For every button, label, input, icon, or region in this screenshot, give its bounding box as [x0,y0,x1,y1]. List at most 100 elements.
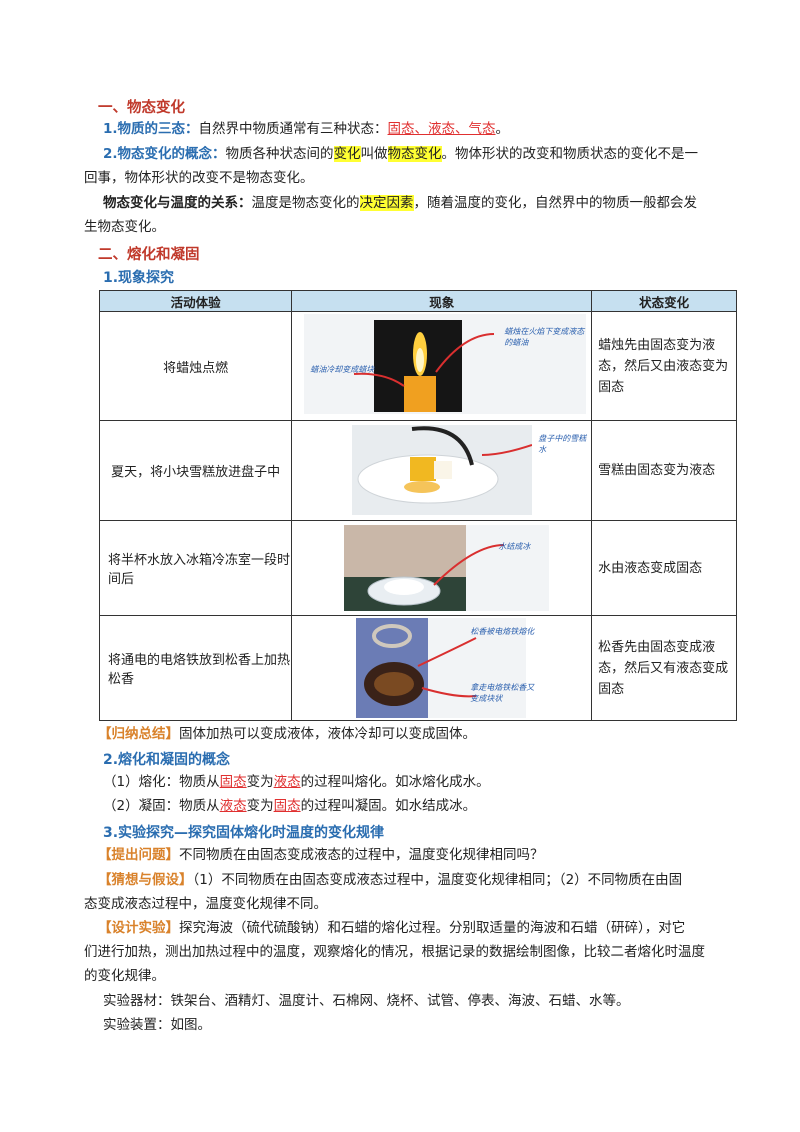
label: 物态变化与温度的关系： [103,195,252,211]
answer: 固态 [219,774,247,790]
ice-photo [344,525,550,611]
state-line: 固态 [598,681,625,697]
ice-cream-illustration [352,425,533,515]
state-cell: 雪糕由固态变为液态 [591,420,737,521]
activity-cell: 将半杯水放入冰箱冷冻室一段时 间后 [98,520,293,616]
rosin-photo [356,618,527,718]
paragraph-concept-line2: 回事，物体形状的改变不是物态变化。 [84,170,314,186]
paragraph-concept: 2.物态变化的概念：物质各种状态间的变化叫做物态变化。物体形状的改变和物质状态的… [103,144,698,164]
highlight: 物态变化 [387,146,442,162]
phenomena-table: 活动体验 现象 状态变化 将蜡烛点燃 蜡烛在火焰下变成液态的蜡油 [98,290,737,721]
state-line: 雪糕由固态变为液态 [598,463,716,478]
header-activity: 活动体验 [98,290,293,312]
state-line: 蜡烛先由固态变为液 [598,337,716,353]
header-phenomenon: 现象 [291,290,593,312]
answer: 固态 [273,798,301,814]
equipment-paragraph: 实验器材：铁架台、酒精灯、温度计、石棉网、烧杯、试管、停表、海波、石蜡、水等。 [103,993,630,1009]
hypothesis-tag: 【猜想与假设】 [98,872,193,888]
hypothesis-paragraph: 【猜想与假设】（1）不同物质在由固态变成液态过程中，温度变化规律相同；（2）不同… [98,870,682,890]
annotation: 松香被电烙铁熔化 [470,627,535,636]
subsection-experiment: 3.实验探究—探究固体熔化时温度的变化规律 [103,825,385,841]
text: 。物体形状的改变和物质状态的变化不是一 [441,146,699,162]
text: 温度是物态变化的 [251,195,360,211]
summary-tag: 【归纳总结】 [98,726,179,742]
text: 固体加热可以变成液体，液体冷却可以变成固体。 [179,726,476,742]
state-line: 固态 [598,379,625,395]
subsection-phenomena: 1.现象探究 [103,270,175,286]
answer: 液态 [219,798,247,814]
section-title-melting: 二、熔化和凝固 [98,247,200,263]
section-title-state-change: 一、物态变化 [98,100,185,116]
text: ，随着温度的变化，自然界中的物质一般都会发 [413,195,698,211]
table-header-row: 活动体验 现象 状态变化 [98,290,737,312]
activity-line: 间后 [108,572,135,587]
text: （2）凝固：物质从 [103,798,220,814]
highlight: 变化 [333,146,361,162]
activity-line: 将半杯水放入冰箱冷冻室一段时 [108,553,291,568]
activity-cell: 夏天，将小块雪糕放进盘子中 [98,420,293,521]
activity-line: 松香 [108,672,135,687]
text: 变为 [246,798,274,814]
state-line: 松香先由固态变成液 [598,639,716,655]
label: 1.物质的三态： [103,121,199,137]
label: 2.物态变化的概念： [103,146,226,162]
text: 不同物质在由固态变成液态的过程中，温度变化规律相同吗？ [179,847,544,863]
phenomenon-cell: 蜡烛在火焰下变成液态的蜡油 蜡油冷却变成蜡块 [291,311,593,421]
state-line: 水由液态变成固态 [598,560,703,576]
subsection-concepts: 2.熔化和凝固的概念 [103,752,231,768]
text: 。 [495,121,510,137]
annotation: 蜡油冷却变成蜡块 [310,365,375,374]
setup-paragraph: 实验装置：如图。 [103,1017,211,1033]
hypothesis-line2: 态变成液态过程中，温度变化规律不同。 [84,896,327,912]
candle-photo [304,314,587,414]
table-row: 将蜡烛点燃 蜡烛在火焰下变成液态的蜡油 蜡油冷却变成蜡块 蜡烛先由固态变为 [98,311,737,421]
paragraph-temperature-line2: 生物态变化。 [84,219,165,235]
ice-illustration [344,525,505,611]
phenomenon-cell: 松香被电烙铁熔化 拿走电烙铁松香又变成块状 [291,615,593,721]
annotation: 水结成冰 [498,542,531,551]
text: 物质各种状态间的 [225,146,334,162]
summary-paragraph: 【归纳总结】固体加热可以变成液体，液体冷却可以变成固体。 [98,724,476,744]
melting-definition: （1）熔化：物质从固态变为液态的过程叫熔化。如冰熔化成水。 [103,772,490,792]
text: 的过程叫熔化。如冰熔化成水。 [300,774,490,790]
annotation: 盘子中的雪糕水 [538,434,587,454]
table-row: 夏天，将小块雪糕放进盘子中 盘子中的雪糕水 雪糕由固态变为液态 [98,420,737,521]
rosin-illustration [356,618,477,718]
state-cell: 水由液态变成固态 [591,520,737,616]
design-line2: 们进行加热，测出加热过程中的温度，观察熔化的情况，根据记录的数据绘制图像，比较二… [84,944,705,960]
phenomenon-cell: 盘子中的雪糕水 [291,420,593,521]
candle-illustration [354,320,495,412]
state-cell: 蜡烛先由固态变为液 态，然后又由液态变为 固态 [591,311,737,421]
paragraph-temperature: 物态变化与温度的关系：温度是物态变化的决定因素，随着温度的变化，自然界中的物质一… [103,193,697,213]
table-row: 将通电的电烙铁放到松香上加热 松香 松香被电烙铁熔化 拿走电烙铁松香又变成块状 [98,615,737,721]
text: （1）不同物质在由固态变成液态过程中，温度变化规律相同；（2）不同物质在由固 [192,872,683,888]
highlight: 决定因素 [359,195,414,211]
header-state-change: 状态变化 [591,290,737,312]
question-paragraph: 【提出问题】不同物质在由固态变成液态的过程中，温度变化规律相同吗？ [98,845,544,865]
design-paragraph: 【设计实验】探究海波（硫代硫酸钠）和石蜡的熔化过程。分别取适量的海波和石蜡（研碎… [98,918,685,938]
state-line: 态，然后又有液态变成 [598,660,729,676]
answer: 液态 [273,774,301,790]
text: 探究海波（硫代硫酸钠）和石蜡的熔化过程。分别取适量的海波和石蜡（研碎），对它 [179,920,686,936]
text: 自然界中物质通常有三种状态： [198,121,388,137]
text: 变为 [246,774,274,790]
annotation: 拿走电烙铁松香又变成块状 [470,683,535,703]
phenomenon-cell: 水结成冰 [291,520,593,616]
table-row: 将半杯水放入冰箱冷冻室一段时 间后 水结成冰 水由液态变成固态 [98,520,737,616]
paragraph-three-states: 1.物质的三态：自然界中物质通常有三种状态：固态、液态、气态。 [103,119,509,139]
activity-cell: 将蜡烛点燃 [98,311,293,421]
activity-line: 将通电的电烙铁放到松香上加热 [108,653,291,668]
state-cell: 松香先由固态变成液 态，然后又有液态变成 固态 [591,615,737,721]
activity-cell: 将通电的电烙铁放到松香上加热 松香 [98,615,293,721]
answer: 固态、液态、气态 [387,121,496,137]
ice-cream-photo [352,425,533,515]
annotation: 蜡烛在火焰下变成液态的蜡油 [504,327,585,347]
state-line: 态，然后又由液态变为 [598,358,729,374]
text: 叫做 [360,146,388,162]
design-line3: 的变化规律。 [84,968,165,984]
freezing-definition: （2）凝固：物质从液态变为固态的过程叫凝固。如水结成冰。 [103,796,476,816]
question-tag: 【提出问题】 [98,847,179,863]
design-tag: 【设计实验】 [98,920,179,936]
text: （1）熔化：物质从 [103,774,220,790]
